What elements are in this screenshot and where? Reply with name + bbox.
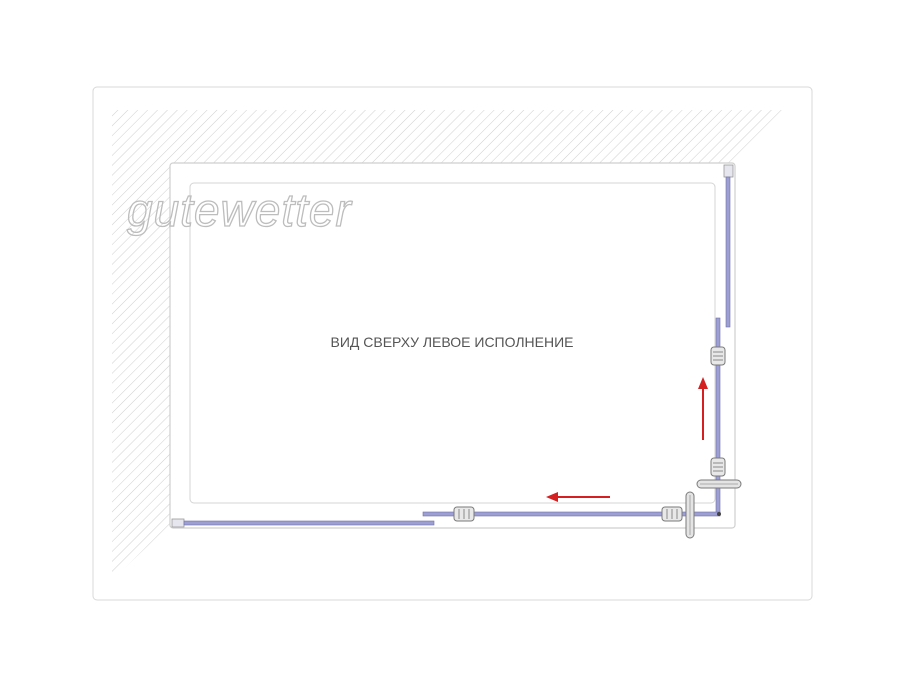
door-handle-bottom xyxy=(685,491,695,539)
roller-fitting-icon xyxy=(453,506,475,522)
corner-clamp-icon xyxy=(717,512,721,516)
glass-fixed-panel-bottom xyxy=(183,520,435,526)
roller-fitting-icon xyxy=(710,457,726,477)
door-handle-right xyxy=(696,479,742,489)
shower-tray-inner xyxy=(189,182,716,504)
arrow-up-icon xyxy=(698,377,708,440)
arrow-left-icon xyxy=(546,492,610,502)
roller-fitting-icon xyxy=(661,506,683,522)
glass-fixed-panel-right xyxy=(725,176,731,328)
watermark-logo: gutewetter xyxy=(127,184,352,236)
wall-profile-right xyxy=(723,164,734,178)
roller-fitting-icon xyxy=(710,346,726,366)
wall-profile-left xyxy=(171,518,185,528)
diagram-caption: ВИД СВЕРХУ ЛЕВОЕ ИСПОЛНЕНИЕ xyxy=(330,334,573,350)
